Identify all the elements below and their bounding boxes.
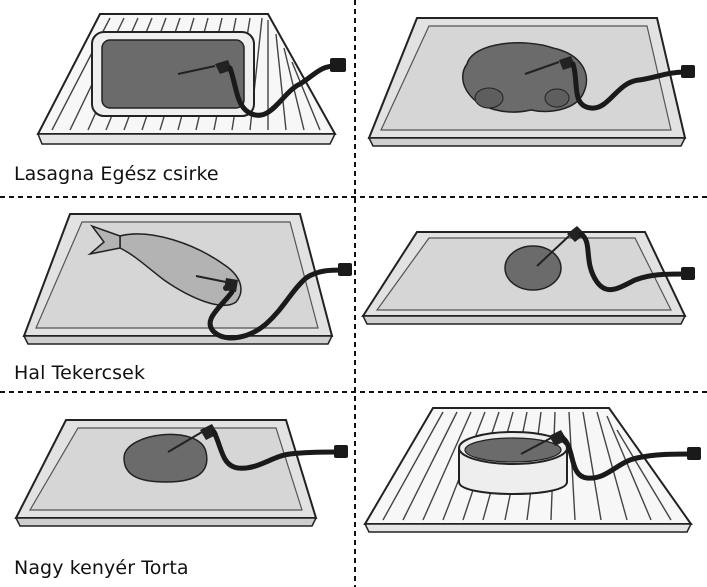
panel-cake xyxy=(363,407,701,533)
panel-lasagna xyxy=(36,13,346,145)
fish-icon xyxy=(87,224,242,307)
lasagna-dish-icon xyxy=(91,31,255,117)
meat-probe xyxy=(167,424,348,471)
chicken-icon xyxy=(462,42,588,113)
caption-row-1: Lasagna Egész csirke xyxy=(14,163,219,185)
meat-probe xyxy=(524,56,695,111)
meat-probe xyxy=(520,430,701,481)
caption-row-2: Hal Tekercsek xyxy=(14,362,146,384)
panel-roll xyxy=(361,226,695,325)
panel-fish xyxy=(22,213,352,345)
meat-probe xyxy=(195,263,352,341)
panel-large-bread xyxy=(14,419,348,527)
panel-whole-chicken xyxy=(367,17,695,147)
meat-probe xyxy=(177,58,346,118)
caption-row-3: Nagy kenyér Torta xyxy=(14,557,189,579)
meat-probe xyxy=(536,226,695,293)
cake-pan-icon xyxy=(458,431,568,495)
bread-loaf-icon xyxy=(123,433,208,483)
